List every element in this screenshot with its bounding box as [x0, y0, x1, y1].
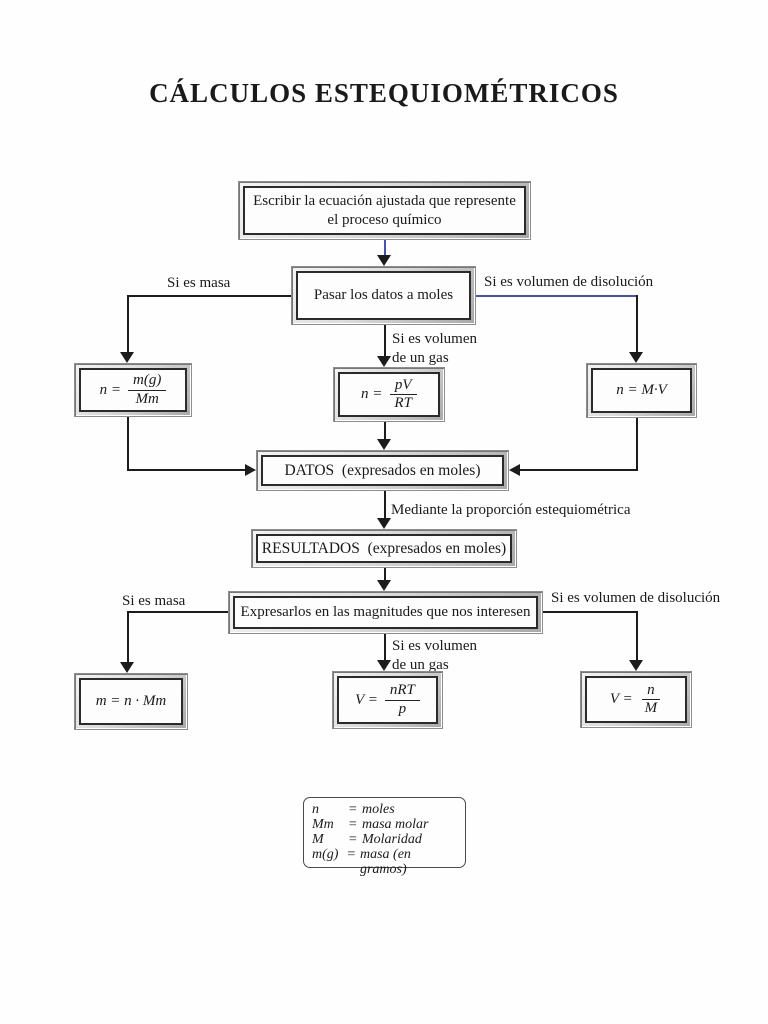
node-pasar-label: Pasar los datos a moles [296, 271, 471, 320]
connector-expresar-mass-v [127, 611, 129, 664]
legend-row-mm: Mm = masa molar [312, 817, 429, 832]
connector-solution-datos-h [518, 469, 638, 471]
arrowhead-into-mass-formula [120, 352, 134, 363]
formula-box-mass-to-moles: n = m(g) Mm [74, 363, 192, 417]
formula-moles-to-mass-text: m = n · Mm [95, 693, 167, 710]
arrowhead-into-datos-right [509, 464, 520, 476]
connector-pasar-mass-h [128, 295, 291, 297]
node-escribir-line2: el proceso químico [327, 211, 442, 228]
connector-pasar-solution-h [476, 295, 638, 297]
page-title: CÁLCULOS ESTEQUIOMÉTRICOS [149, 78, 619, 108]
formula-gas-volume-fraction: nRT p [384, 682, 420, 718]
connector-gas-datos-v [384, 422, 386, 441]
formula-box-moles-to-solution-volume: V = n M [580, 671, 692, 728]
connector-expresar-gas-v [384, 634, 386, 662]
edge-label-si-es-masa-top: Si es masa [167, 275, 231, 291]
arrowhead-into-pasar [377, 255, 391, 266]
node-datos: DATOS (expresados en moles) [256, 450, 509, 491]
connector-pasar-mass-v [127, 295, 129, 354]
edge-label-si-es-volumen-disolucion-top: Si es volumen de disolución [484, 274, 654, 290]
formula-mass-fraction: m(g) Mm [128, 372, 167, 408]
legend-row-m: M = Molaridad [312, 832, 422, 847]
edge-label-si-es-masa-bottom: Si es masa [122, 593, 186, 609]
node-resultados: RESULTADOS (expresados en moles) [251, 529, 517, 568]
connector-solution-datos-v [636, 418, 638, 471]
node-expresarlos-label: Expresarlos en las magnitudes que nos in… [233, 596, 538, 629]
formula-gas-lhs: n = [361, 386, 383, 403]
edge-label-si-es-volumen-gas-bottom: Si es volumen de un gas [392, 638, 477, 673]
formula-solution-text: n = M·V [616, 382, 667, 399]
arrowhead-into-solution-formula [629, 352, 643, 363]
connector-pasar-gas-v [384, 325, 386, 358]
node-datos-label: DATOS (expresados en moles) [261, 455, 504, 486]
node-pasar-datos-a-moles: Pasar los datos a moles [291, 266, 476, 325]
arrowhead-into-gas-result [377, 660, 391, 671]
connector-expresar-solution-h [543, 611, 638, 613]
connector-start-pasar [384, 240, 386, 257]
formula-box-moles-to-gas-volume: V = nRT p [332, 671, 443, 729]
arrowhead-into-solution-result [629, 660, 643, 671]
formula-mass-lhs: n = [99, 381, 122, 398]
edge-label-proporcion: Mediante la proporción estequiométrica [391, 502, 631, 518]
formula-box-gas-to-moles: n = pV RT [333, 367, 445, 422]
connector-expresar-solution-v [636, 611, 638, 662]
edge-label-si-es-volumen-gas-top: Si es volumen de un gas [392, 331, 477, 366]
arrowhead-into-datos-top [377, 439, 391, 450]
node-escribir-line1: Escribir la ecuación ajustada que repres… [253, 192, 516, 209]
legend-row-mg: m(g) = masa (en gramos) [312, 847, 411, 877]
connector-mass-datos-v [127, 417, 129, 471]
arrowhead-into-gas-formula [377, 356, 391, 367]
formula-box-moles-to-mass: m = n · Mm [74, 673, 188, 730]
formula-box-solution-to-moles: n = M·V [586, 363, 697, 418]
formula-solution-volume-fraction: n M [640, 682, 663, 718]
arrowhead-into-resultados [377, 518, 391, 529]
connector-expresar-mass-h [128, 611, 228, 613]
formula-solution-volume-lhs: V = [609, 691, 633, 708]
legend-row-n: n = moles [312, 802, 395, 817]
connector-pasar-solution-v [636, 295, 638, 354]
formula-gas-volume-lhs: V = [355, 691, 378, 708]
formula-gas-fraction: pV RT [389, 377, 417, 413]
edge-label-si-es-volumen-disolucion-bottom: Si es volumen de disolución [551, 590, 721, 606]
connector-mass-datos-h [127, 469, 247, 471]
arrowhead-into-expresar [377, 580, 391, 591]
connector-resultados-expresar [384, 568, 386, 582]
connector-datos-resultados [384, 491, 386, 520]
node-escribir-ecuacion: Escribir la ecuación ajustada que repres… [238, 181, 531, 240]
node-resultados-label: RESULTADOS (expresados en moles) [256, 534, 512, 563]
arrowhead-into-mass-result [120, 662, 134, 673]
node-expresarlos: Expresarlos en las magnitudes que nos in… [228, 591, 543, 634]
arrowhead-into-datos-left [245, 464, 256, 476]
legend-box: n = moles Mm = masa molar M = Molaridad … [303, 797, 466, 877]
